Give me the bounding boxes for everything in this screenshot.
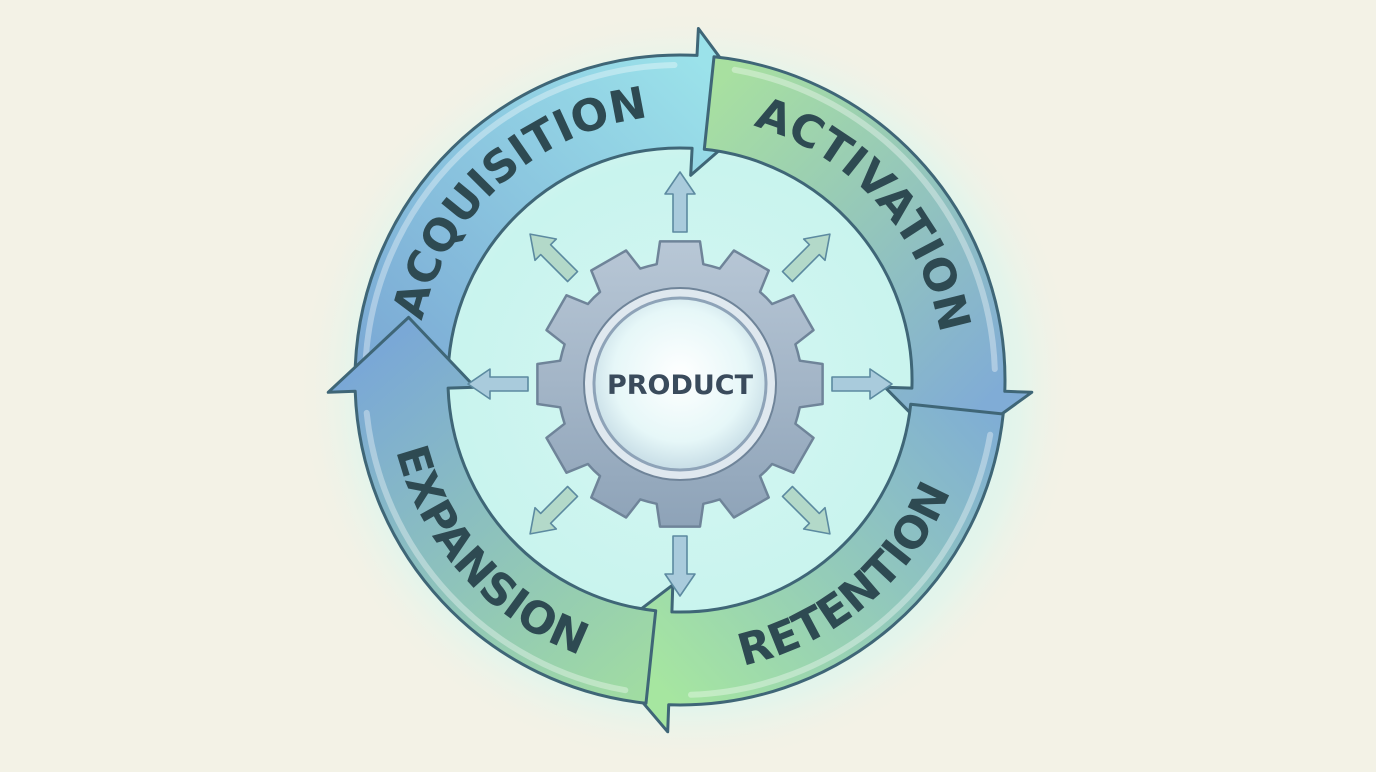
- gear-icon: [536, 240, 824, 528]
- acquisition-arrow-highlight: [362, 62, 678, 372]
- expansion-arrow: [326, 315, 658, 705]
- activation-arrow-highlight: [731, 66, 998, 372]
- spoke-arrow-icon: [831, 368, 893, 400]
- spoke-arrow-icon: [781, 233, 831, 283]
- spoke-arrow-icon: [467, 368, 529, 400]
- spoke-arrow-icon: [664, 171, 696, 233]
- spoke-arrow-icon: [529, 485, 579, 535]
- retention-arrow: [592, 402, 1005, 734]
- retention-arrow-highlight: [688, 431, 994, 698]
- acquisition-arrow: [353, 27, 763, 393]
- stage-arrows: [326, 27, 1034, 734]
- center-label: PRODUCT: [607, 370, 754, 401]
- spoke-arrow-icon: [529, 233, 579, 283]
- spoke-arrow-icon: [664, 535, 696, 597]
- spoke-arrow-icon: [781, 485, 831, 535]
- expansion-arrow-highlight: [363, 409, 629, 694]
- activation-arrow: [702, 55, 1034, 454]
- center-spoke-arrows: [467, 171, 893, 597]
